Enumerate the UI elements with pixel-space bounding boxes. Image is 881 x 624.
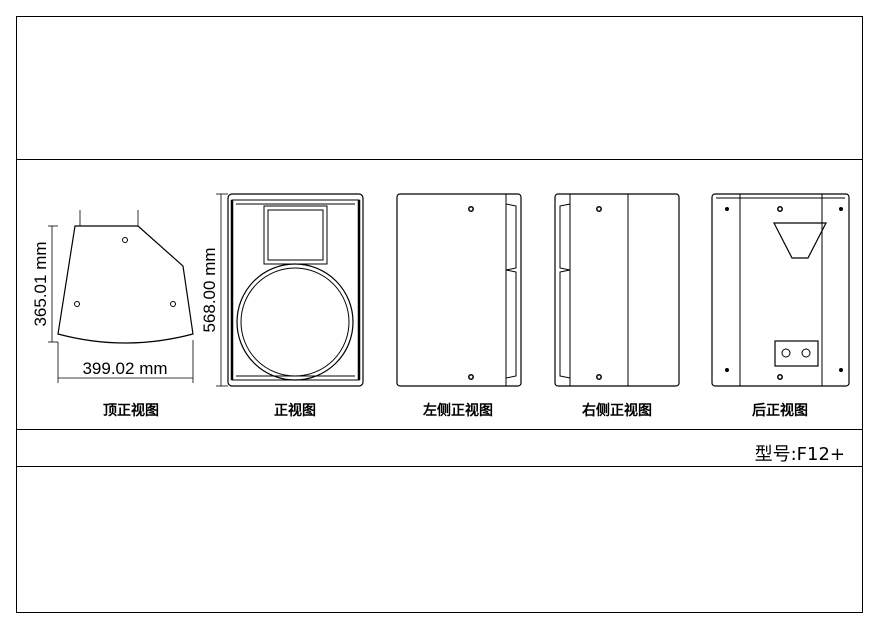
top-depth-dimension: 365.01 mm <box>31 241 50 326</box>
front-height-dimension: 568.00 mm <box>200 247 219 332</box>
band-bottom-rule <box>17 466 862 467</box>
top-view <box>48 210 194 383</box>
caption-front-view: 正视图 <box>274 403 316 419</box>
caption-rear-view: 后正视图 <box>752 403 808 419</box>
top-width-dimension: 399.02 mm <box>82 359 167 378</box>
right-side-view <box>554 193 680 387</box>
drawing-border <box>16 16 863 613</box>
model-number: 型号:F12+ <box>754 444 845 465</box>
caption-right-side-view: 右侧正视图 <box>582 403 652 419</box>
front-view <box>216 193 364 387</box>
left-side-view <box>396 193 522 387</box>
rear-view <box>711 193 850 387</box>
band-divider-rule <box>17 429 862 430</box>
caption-left-side-view: 左侧正视图 <box>423 403 493 419</box>
band-top-rule <box>17 159 862 160</box>
caption-top-view: 顶正视图 <box>103 403 159 419</box>
